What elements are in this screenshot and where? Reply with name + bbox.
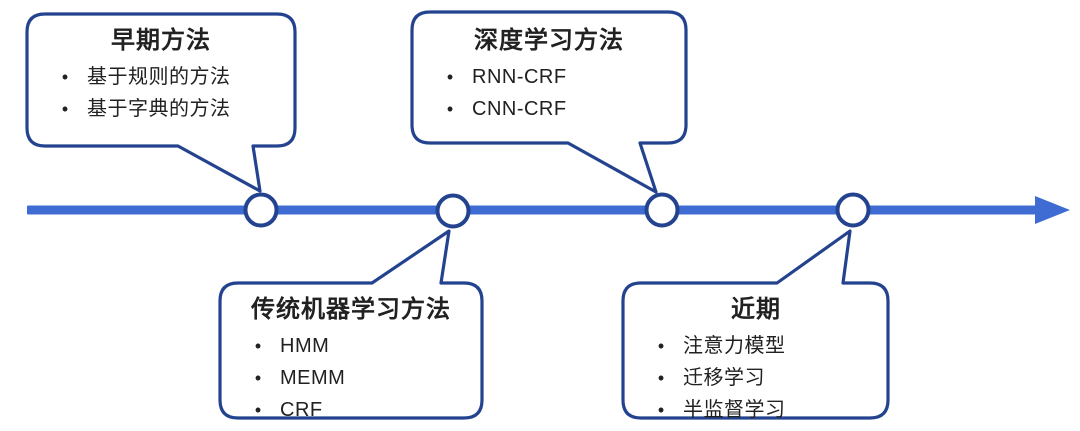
- bullet-icon: •: [254, 368, 262, 388]
- bullet-icon: •: [657, 336, 665, 356]
- bubble-early-outline: [25, 12, 297, 193]
- list-item: • 基于规则的方法: [43, 61, 295, 93]
- bullet-icon: •: [446, 99, 454, 119]
- list-item: • 半监督学习: [639, 394, 889, 426]
- bubble-deep-title: 深度学习方法: [474, 27, 624, 54]
- bubble-deep-outline: [410, 10, 688, 194]
- bubble-deep: 深度学习方法 • RNN-CRF • CNN-CRF: [412, 26, 686, 125]
- bubble-recent-outline: [621, 229, 890, 420]
- timeline-node-1: [243, 192, 279, 228]
- list-item: • CRF: [236, 394, 482, 426]
- list-item: • MEMM: [236, 362, 482, 394]
- bubble-deep-items: • RNN-CRF • CNN-CRF: [412, 61, 686, 125]
- timeline-node-3: [644, 192, 680, 228]
- timeline-axis: [27, 205, 1041, 215]
- bullet-icon: •: [657, 400, 665, 420]
- bubble-recent-items: • 注意力模型 • 迁移学习 • 半监督学习: [623, 330, 889, 426]
- bubble-recent-title: 近期: [731, 296, 781, 323]
- list-item: • 注意力模型: [639, 330, 889, 362]
- bullet-icon: •: [61, 67, 69, 87]
- list-item: • RNN-CRF: [428, 61, 686, 93]
- bubble-recent: 近期 • 注意力模型 • 迁移学习 • 半监督学习: [623, 295, 889, 426]
- bubble-traditional-title: 传统机器学习方法: [251, 296, 451, 323]
- bullet-icon: •: [446, 67, 454, 87]
- bubble-early-title: 早期方法: [111, 27, 211, 54]
- list-item: • HMM: [236, 330, 482, 362]
- bubble-early-items: • 基于规则的方法 • 基于字典的方法: [27, 61, 295, 125]
- timeline-arrowhead: [1035, 196, 1070, 224]
- bullet-icon: •: [254, 400, 262, 420]
- bullet-icon: •: [657, 368, 665, 388]
- list-item: • 迁移学习: [639, 362, 889, 394]
- bullet-icon: •: [61, 99, 69, 119]
- bubble-early: 早期方法 • 基于规则的方法 • 基于字典的方法: [27, 26, 295, 125]
- timeline-node-2: [435, 193, 471, 229]
- list-item: • 基于字典的方法: [43, 93, 295, 125]
- bubble-traditional-items: • HMM • MEMM • CRF: [220, 330, 482, 426]
- timeline-node-4: [835, 192, 871, 228]
- list-item: • CNN-CRF: [428, 93, 686, 125]
- bubble-traditional: 传统机器学习方法 • HMM • MEMM • CRF: [220, 295, 482, 426]
- bubble-traditional-outline: [218, 229, 484, 420]
- bullet-icon: •: [254, 336, 262, 356]
